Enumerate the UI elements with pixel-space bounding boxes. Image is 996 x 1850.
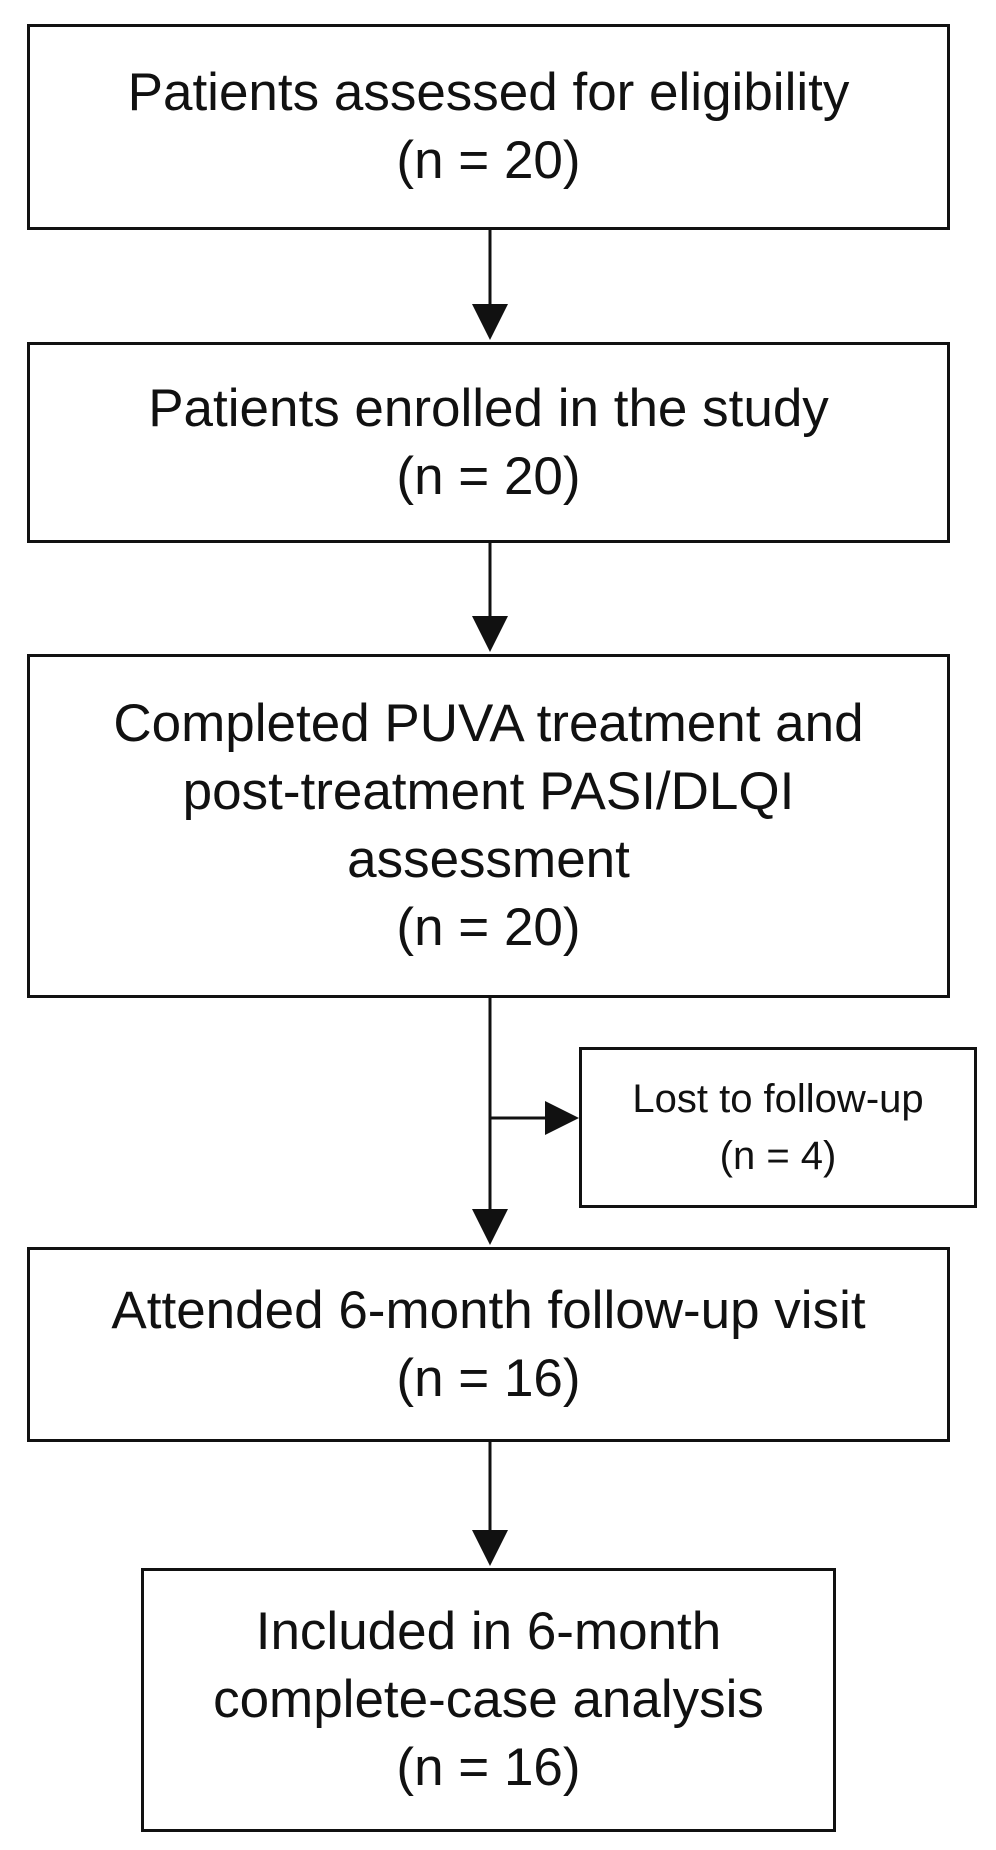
lost-to-follow-up-count: (n = 4) (719, 1133, 837, 1178)
analysis-count: (n = 16) (396, 1738, 581, 1797)
lost-to-follow-up-box: Lost to follow-up (n = 4) (579, 1047, 977, 1208)
analysis-line-2: complete-case analysis (213, 1670, 764, 1729)
lost-to-follow-up-label: Lost to follow-up (632, 1076, 924, 1121)
arrowhead-2 (472, 616, 508, 652)
completed-treatment-count: (n = 20) (396, 898, 581, 957)
arrowhead-branch (545, 1101, 579, 1135)
eligibility-label: Patients assessed for eligibility (127, 63, 850, 122)
arrowhead-1 (472, 304, 508, 340)
eligibility-count: (n = 20) (396, 131, 581, 190)
enrolled-label: Patients enrolled in the study (148, 378, 829, 438)
follow-up-visit-count: (n = 16) (396, 1348, 581, 1408)
completed-treatment-line-1: Completed PUVA treatment and (113, 694, 864, 753)
completed-treatment-line-2: post-treatment PASI/DLQI (182, 762, 795, 821)
eligibility-box: Patients assessed for eligibility (n = 2… (27, 24, 950, 230)
completed-treatment-line-3: assessment (347, 830, 630, 889)
completed-treatment-box: Completed PUVA treatment and post-treatm… (27, 654, 950, 998)
analysis-line-1: Included in 6-month (255, 1602, 722, 1661)
enrolled-count: (n = 20) (396, 446, 581, 506)
follow-up-visit-label: Attended 6-month follow-up visit (111, 1280, 866, 1340)
arrowhead-4 (472, 1530, 508, 1566)
enrolled-box: Patients enrolled in the study (n = 20) (27, 342, 950, 543)
arrowhead-3 (472, 1209, 508, 1245)
follow-up-visit-box: Attended 6-month follow-up visit (n = 16… (27, 1247, 950, 1442)
analysis-box: Included in 6-month complete-case analys… (141, 1568, 836, 1832)
